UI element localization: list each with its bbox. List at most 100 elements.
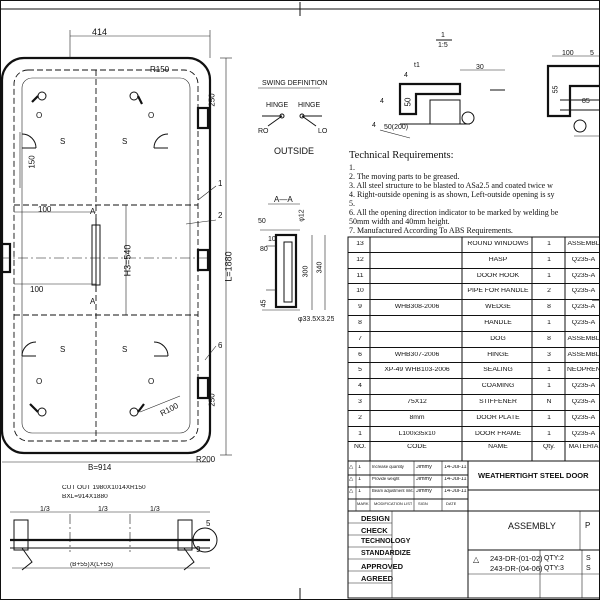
- bottom-section-view: [10, 511, 218, 571]
- bom-cell-name: STIFFENER: [479, 399, 517, 405]
- bom-cell-qty: 1: [547, 367, 551, 374]
- rev-cell-d: 14-Jul-11: [444, 465, 467, 470]
- bom-cell-name: HINGE: [487, 351, 509, 358]
- bom-cell-name: DOOR PLATE: [476, 414, 520, 421]
- detail-85: 85: [582, 98, 590, 105]
- table-row: [348, 427, 600, 443]
- table-row: [348, 253, 600, 269]
- bom-cell-qty: 8: [547, 304, 551, 311]
- letter-s-lr: S: [122, 346, 128, 354]
- dim-150: 150: [28, 155, 37, 169]
- tech-line-1: 1.: [349, 163, 355, 172]
- bom-cell-qty: 1: [547, 256, 551, 263]
- bom-cell-no: 5: [358, 367, 362, 374]
- bottom-dim: (B+55)X(L+55): [70, 562, 113, 568]
- tech-line-8: 7. Manufactured According To ABS Require…: [349, 226, 513, 235]
- callout-2: 2: [218, 212, 223, 220]
- detail-view: [379, 39, 505, 139]
- detail-50-200: 50(200): [384, 124, 409, 131]
- tb-s-2: S: [586, 565, 591, 572]
- bom-cell-code: 8mm: [409, 414, 425, 421]
- bom-cell-name: DOOR FRAME: [474, 430, 522, 437]
- tb-dwg-2: 243-DR-(04-06): [490, 565, 543, 573]
- section-mark-a-right: A: [90, 298, 96, 306]
- tech-line-6: 6. All the opening direction indicator t…: [349, 208, 559, 217]
- aa-300: 300: [302, 265, 310, 278]
- letter-o-tr: O: [148, 112, 155, 120]
- rev-header-c: SIGN: [418, 502, 428, 506]
- bom-cell-no: 10: [356, 288, 364, 295]
- rev-header-b: MODIFICATION LIST: [374, 502, 413, 506]
- aa-50: 50: [258, 218, 266, 225]
- bom-cell-no: 2: [358, 414, 362, 421]
- dim-h3-540: H3=540: [123, 244, 133, 277]
- dim-250-bottom: 250: [208, 393, 217, 407]
- rev-cell-mark: △: [349, 465, 354, 470]
- bom-cell-name: WEDGE: [485, 304, 511, 311]
- detail-4a: 4: [404, 72, 408, 79]
- bom-cell-no: 9: [358, 304, 362, 311]
- bom-cell-name: HASP: [488, 256, 508, 263]
- detail-t1: t1: [414, 62, 420, 69]
- swing-hinge-left: HINGE: [266, 102, 289, 109]
- bom-cell-no: 13: [356, 241, 364, 247]
- detail-scale-num: 1: [441, 32, 445, 39]
- letter-o-br: O: [148, 378, 155, 386]
- dim-r150: R150: [150, 66, 170, 74]
- aa-45: 45: [260, 299, 268, 308]
- table-row: [348, 379, 600, 395]
- rev-header-d: DATE: [446, 502, 457, 506]
- hinge-top: [196, 106, 210, 130]
- bom-header-mat: MATERIA: [568, 444, 599, 451]
- tech-line-3: 3. All steel structure to be blasted to …: [349, 181, 553, 190]
- tb-s-1: S: [586, 555, 591, 562]
- section-aa: [260, 203, 326, 311]
- bom-cell-name: SEALING: [483, 367, 513, 374]
- detail-4b: 4: [380, 98, 384, 105]
- swing-ro: RO: [258, 128, 269, 135]
- bom-cell-qty: 1: [547, 414, 551, 421]
- bom-cell-mat: ASSEMBL: [567, 241, 600, 247]
- table-row: [348, 348, 600, 364]
- title-block-grid: [347, 460, 600, 599]
- letter-s-ll: S: [60, 346, 66, 354]
- tech-line-4: 4. Right-outside opening is as shown, Le…: [349, 190, 555, 199]
- letter-s-ul: S: [60, 138, 66, 146]
- dog-top-right: [129, 91, 143, 105]
- swing-lo: LO: [318, 128, 328, 135]
- bom-cell-code: 75X12: [407, 399, 427, 405]
- table-row: [348, 363, 600, 380]
- bom-cell-qty: 1: [547, 272, 551, 279]
- bom-cell-mat: Q235-A: [571, 414, 596, 421]
- aa-title: A—A: [274, 196, 293, 204]
- tb-dwg-1: 243-DR-(01-02): [490, 555, 543, 563]
- dog-lower-right: [153, 341, 169, 357]
- bom-cell-name: DOOR HOOK: [476, 272, 520, 279]
- bom-cell-no: 3: [358, 399, 362, 405]
- callout-5: 5: [206, 520, 211, 528]
- bom-cell-no: 11: [356, 272, 364, 279]
- section-mark-a-left: A: [90, 208, 96, 216]
- bom-cell-mat: Q235-A: [571, 399, 596, 405]
- bom-cell-qty: 1: [547, 383, 551, 390]
- tb-label-check: CHECK: [361, 526, 388, 535]
- door-outer-frame: [0, 56, 212, 455]
- detail-scale: 1:5: [438, 42, 448, 49]
- rev-cell-a: 1: [358, 465, 362, 470]
- tb-p: P: [585, 522, 591, 530]
- letter-o-tl: O: [36, 112, 43, 120]
- bom-cell-qty: 3: [547, 351, 551, 358]
- swing-outside: OUTSIDE: [274, 147, 315, 156]
- tb-triangle: △: [473, 556, 480, 564]
- bom-cell-name: ROUND WINDOWS: [467, 241, 529, 247]
- rev-cell-b: Provide weight: [372, 477, 400, 481]
- detail-30: 30: [476, 64, 484, 71]
- table-row: [348, 300, 600, 316]
- table-row: [348, 395, 600, 411]
- tech-line-5: 5.: [349, 199, 355, 208]
- letter-o-bl: O: [36, 378, 43, 386]
- dim-250-top: 250: [208, 93, 217, 107]
- table-row: [348, 332, 600, 348]
- bom-cell-mat: Q235-A: [571, 272, 596, 279]
- rev-cell-b: Beam adjustment mkt.: [372, 489, 414, 493]
